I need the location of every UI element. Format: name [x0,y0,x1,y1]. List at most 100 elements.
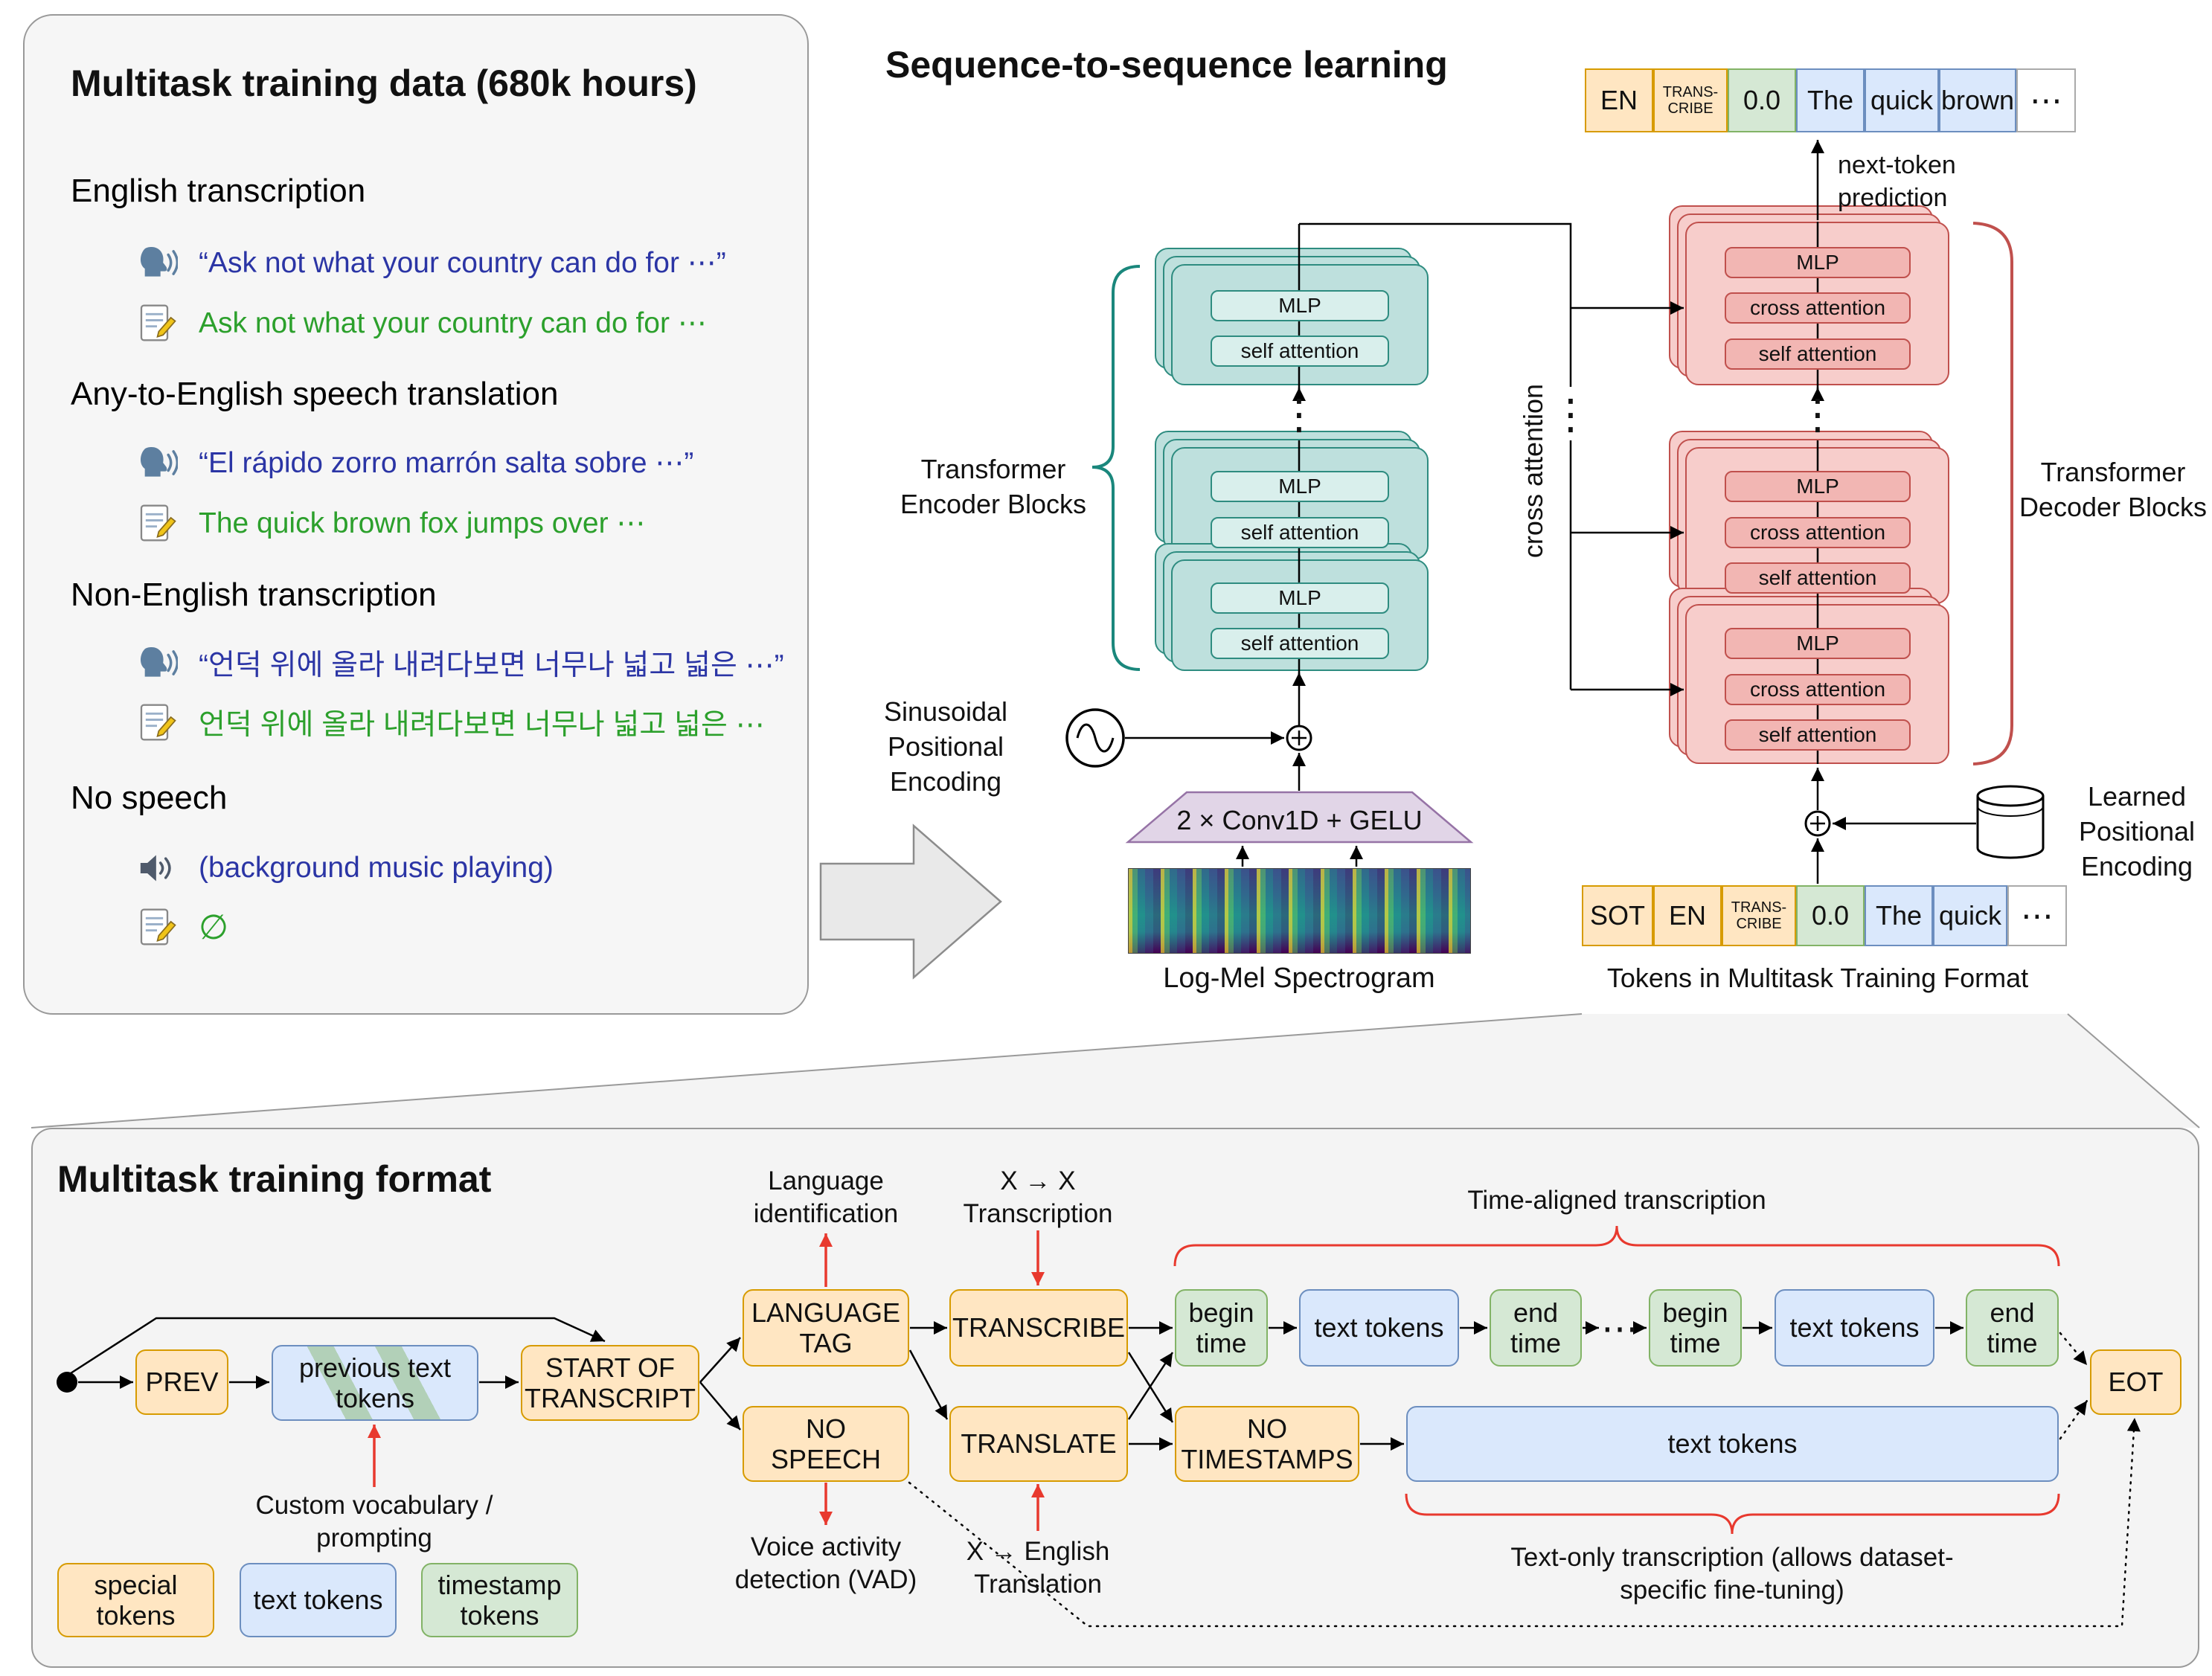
legend-text-tokens: text tokens [240,1563,397,1637]
no-speech-node: NO SPEECH [743,1406,909,1482]
zoom-wedge [31,1014,2199,1128]
section-heading-no-speech: No speech [71,780,228,816]
cross-attention-box: cross attention [1725,292,1911,324]
no-timestamps-node: NO TIMESTAMPS [1175,1406,1359,1482]
x-english-translation-label: X → English Translation [966,1537,1110,1599]
learned-positional-label: Learned Positional Encoding [2078,781,2196,882]
input-token: EN [1653,885,1722,946]
end-time-node: end time [1966,1289,2059,1367]
mlp-box: MLP [1725,628,1911,659]
legend-timestamp-tokens: timestamp tokens [421,1563,578,1637]
next-token-prediction-label: next-token prediction [1838,151,1956,213]
custom-vocabulary-label: Custom vocabulary / prompting [255,1491,493,1553]
transcript-example-row: 언덕 위에 올라 내려다보면 너무나 넓고 넓은 ⋯ [136,701,765,744]
previous-text-tokens-node: previous text tokens [272,1345,478,1421]
time-aligned-transcription-label: Time-aligned transcription [1467,1186,1766,1215]
encoder-blocks-label: Transformer Encoder Blocks [900,454,1087,519]
self-attention-box: self attention [1211,517,1389,548]
transcript-example-text: The quick brown fox jumps over ⋯ [199,507,646,539]
cross-attention-box: cross attention [1725,674,1911,705]
seq2seq-title: Sequence-to-sequence learning [885,44,1448,86]
text-only-transcription-label: Text-only transcription (allows dataset-… [1510,1543,1954,1605]
audio-example-text: “언덕 위에 올라 내려다보면 너무나 넓고 넓은 ⋯” [199,649,784,681]
xx-transcription-label: X → X Transcription [963,1166,1113,1228]
self-attention-box: self attention [1725,338,1911,370]
audio-example-row: “Ask not what your country can do for ⋯” [136,241,726,284]
output-token: 0.0 [1728,68,1796,132]
section-heading-english-transcription: English transcription [71,173,366,209]
add-positional-decoder-icon [1804,810,1831,837]
self-attention-box: self attention [1211,628,1389,659]
training-data-title: Multitask training data (680k hours) [71,62,697,104]
flow-ellipsis: ⋯ [1601,1308,1638,1349]
encoder-ellipsis: ⋮ [1278,391,1320,437]
audio-example-row: “El rápido zorro marrón salta sobre ⋯” [136,441,693,484]
decoder-blocks-label: Transformer Decoder Blocks [2019,457,2208,522]
input-token: TRANS-CRIBE [1722,885,1796,946]
begin-time-node: begin time [1175,1289,1268,1367]
cross-attention-box: cross attention [1725,517,1911,548]
format-panel-title: Multitask training format [57,1158,492,1200]
transcribe-node: TRANSCRIBE [949,1289,1128,1367]
input-token-ellipsis: ⋯ [2007,885,2067,946]
mlp-box: MLP [1211,290,1389,321]
cross-attention-ellipsis: ⋮ [1550,391,1591,437]
output-token: The [1796,68,1865,132]
text-tokens-node: text tokens [1299,1289,1459,1367]
prev-node: PREV [135,1349,228,1415]
output-token: brown [1939,68,2016,132]
memo-icon [140,704,176,741]
speaking-head-icon [140,647,178,677]
self-attention-box: self attention [1211,335,1389,367]
speaking-head-icon [140,447,178,477]
begin-time-node: begin time [1649,1289,1742,1367]
speaking-head-icon [140,247,178,277]
log-mel-spectrogram [1128,868,1471,954]
language-tag-node: LANGUAGE TAG [743,1289,909,1367]
sine-positional-icon [1065,708,1125,768]
transcript-example-text: Ask not what your country can do for ⋯ [199,306,707,339]
mlp-box: MLP [1725,471,1911,502]
sinusoidal-positional-label: Sinusoidal Positional Encoding [883,696,1008,797]
decoder-ellipsis: ⋮ [1797,391,1838,437]
output-token: quick [1865,68,1939,132]
text-tokens-wide-node: text tokens [1406,1406,2059,1482]
audio-example-row: (background music playing) [136,847,554,890]
memo-icon [140,504,176,542]
start-of-transcript-node: START OF TRANSCRIPT [521,1345,699,1421]
audio-example-text: (background music playing) [199,852,554,884]
transcript-example-row: Ask not what your country can do for ⋯ [136,301,707,344]
training-data-panel: Multitask training data (680k hours) Eng… [23,14,809,1015]
cross-attention-rotated-label: cross attention [1518,383,1548,559]
legend-special-tokens: special tokens [57,1563,214,1637]
speaker-icon [140,855,171,882]
input-token: The [1865,885,1933,946]
mlp-box: MLP [1725,247,1911,278]
spectrogram-caption: Log-Mel Spectrogram [1163,963,1435,994]
text-tokens-node: text tokens [1775,1289,1934,1367]
self-attention-box: self attention [1725,719,1911,751]
mlp-box: MLP [1211,471,1389,502]
end-time-node: end time [1490,1289,1582,1367]
section-heading-non-english-transcription: Non-English transcription [71,577,437,613]
translate-node: TRANSLATE [949,1406,1128,1482]
output-token: EN [1585,68,1653,132]
big-arrow-icon [819,823,1002,980]
transcript-example-row: ∅ [136,905,228,948]
output-token: TRANS-CRIBE [1653,68,1728,132]
transcript-example-text: ∅ [199,908,229,946]
decoder-bracket [1972,222,2013,765]
voice-activity-detection-label: Voice activity detection (VAD) [734,1532,917,1594]
memo-icon [140,908,176,945]
input-token: quick [1933,885,2007,946]
encoder-brace [1091,265,1141,671]
database-icon [1976,785,2045,859]
language-identification-label: Language identification [753,1166,899,1228]
audio-example-text: “Ask not what your country can do for ⋯” [199,246,726,279]
transcript-example-text: 언덕 위에 올라 내려다보면 너무나 넓고 넓은 ⋯ [199,709,765,741]
input-token: 0.0 [1796,885,1865,946]
section-heading-speech-translation: Any-to-English speech translation [71,376,559,412]
conv-gelu-label: 2 × Conv1D + GELU [1176,805,1423,835]
eot-node: EOT [2090,1349,2181,1415]
encoder-block [1171,264,1429,385]
